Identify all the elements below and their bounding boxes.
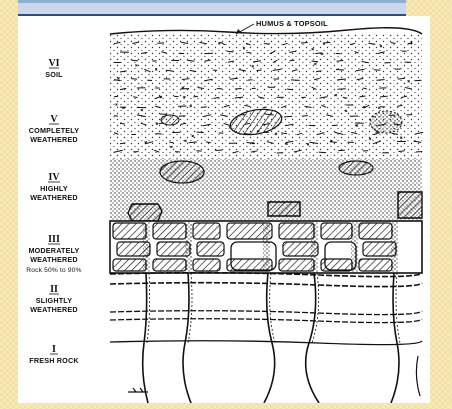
zone-text: WEATHERED: [30, 135, 78, 144]
soil-zone: [110, 34, 422, 159]
zone-label-moderately-weathered: III MODERATELY WEATHERED Rock 50% to 90%: [26, 234, 81, 274]
zone-text: Rock 50% to 90%: [26, 267, 81, 274]
zone-text: MODERATELY: [28, 246, 79, 255]
zone-text: HIGHLY: [40, 184, 68, 193]
zone-label-soil: VI SOIL: [45, 58, 63, 79]
weathering-profile-diagram: VI SOIL V COMPLETELY WEATHERED IV HIGHLY…: [18, 16, 430, 403]
zone-numeral: IV: [48, 172, 60, 183]
zone-text: WEATHERED: [30, 305, 78, 314]
zone-text: SLIGHTLY: [36, 296, 72, 305]
zone-label-completely-weathered: V COMPLETELY WEATHERED: [29, 114, 79, 144]
zone-label-fresh-rock: I FRESH ROCK: [29, 344, 79, 365]
zone-label-slightly-weathered: II SLIGHTLY WEATHERED: [30, 284, 78, 314]
zone-text: WEATHERED: [30, 255, 78, 264]
diagram-panel: VI SOIL V COMPLETELY WEATHERED IV HIGHLY…: [18, 16, 430, 403]
zone-text: SOIL: [45, 70, 63, 79]
zone-numeral: I: [52, 344, 56, 355]
zone-text: FRESH ROCK: [29, 356, 79, 365]
soil-profile: HUMUS & TOPSOIL: [110, 19, 423, 403]
zone-text: WEATHERED: [30, 193, 78, 202]
zone-label-highly-weathered: IV HIGHLY WEATHERED: [30, 172, 78, 202]
zone-text: COMPLETELY: [29, 126, 79, 135]
zone-numeral: VI: [48, 58, 59, 69]
zone-numeral: III: [48, 234, 60, 245]
zone-numeral: V: [50, 114, 58, 125]
header-bar: [18, 0, 406, 16]
zone-numeral: II: [50, 284, 58, 295]
ground-surface-line: [110, 28, 422, 34]
moderately-weathered-rock: [110, 221, 422, 273]
humus-topsoil-label: HUMUS & TOPSOIL: [256, 19, 328, 28]
zone-labels: VI SOIL V COMPLETELY WEATHERED IV HIGHLY…: [26, 58, 81, 365]
rock-joints: [110, 273, 422, 403]
